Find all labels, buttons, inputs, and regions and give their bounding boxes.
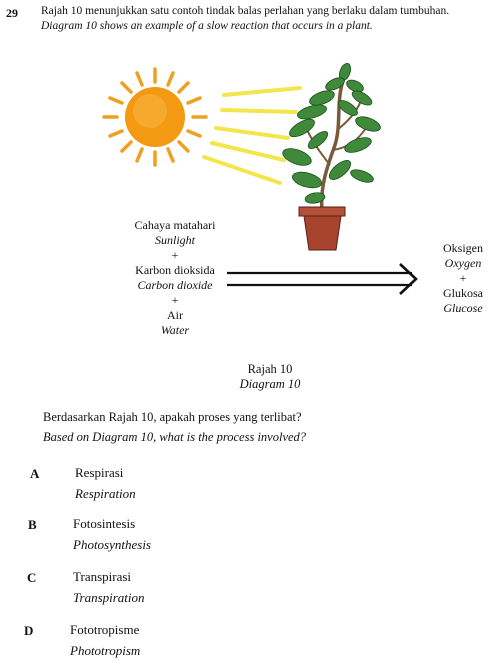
option-d-letter[interactable]: D — [24, 623, 34, 638]
reaction-arrow — [227, 263, 418, 295]
reactant-water-ms: Air — [167, 308, 183, 322]
option-c-malay[interactable]: Transpirasi — [73, 569, 132, 584]
product-oxygen-en: Oxygen — [444, 256, 482, 270]
product-oxygen-ms: Oksigen — [443, 241, 483, 255]
product-glucose-en: Glucose — [443, 301, 483, 315]
caption-en: Diagram 10 — [239, 377, 301, 391]
option-b-letter[interactable]: B — [28, 517, 37, 532]
question-number: 29 — [6, 6, 18, 20]
product-glucose-ms: Glukosa — [443, 286, 483, 300]
reactant-sunlight-en: Sunlight — [154, 233, 195, 247]
option-d-english[interactable]: Phototropism — [70, 643, 141, 658]
question-stem-malay: Rajah 10 menunjukkan satu contoh tindak … — [41, 5, 450, 17]
products-list: Oksigen Oxygen + Glukosa Glucose — [428, 241, 498, 316]
light-beams — [202, 86, 302, 185]
diagram-caption: Rajah 10 Diagram 10 — [200, 362, 340, 392]
reactant-co2-ms: Karbon dioksida — [135, 263, 215, 277]
sun-rays — [102, 67, 208, 167]
caption-ms: Rajah 10 — [247, 362, 293, 376]
option-a-letter[interactable]: A — [30, 466, 40, 481]
plant-icon — [282, 62, 381, 251]
reactants-list: Cahaya matahari Sunlight + Karbon dioksi… — [105, 218, 245, 338]
question-prompt-english: Based on Diagram 10, what is the process… — [43, 430, 307, 444]
plus-sign: + — [171, 248, 179, 262]
option-b-malay[interactable]: Fotosintesis — [73, 516, 136, 531]
reactant-sunlight-ms: Cahaya matahari — [134, 218, 216, 232]
option-c-english[interactable]: Transpiration — [73, 590, 145, 605]
reactant-water-en: Water — [160, 323, 190, 337]
question-prompt-malay: Berdasarkan Rajah 10, apakah proses yang… — [43, 410, 302, 424]
option-b-english[interactable]: Photosynthesis — [73, 537, 151, 552]
option-a-english[interactable]: Respiration — [75, 486, 136, 501]
plus-sign: + — [459, 271, 467, 285]
reactant-co2-en: Carbon dioxide — [137, 278, 213, 292]
option-c-letter[interactable]: C — [27, 570, 37, 585]
option-d-malay[interactable]: Fototropisme — [70, 622, 140, 637]
option-a-malay[interactable]: Respirasi — [75, 465, 124, 480]
plus-sign: + — [171, 293, 179, 307]
question-stem-english: Diagram 10 shows an example of a slow re… — [41, 20, 373, 32]
